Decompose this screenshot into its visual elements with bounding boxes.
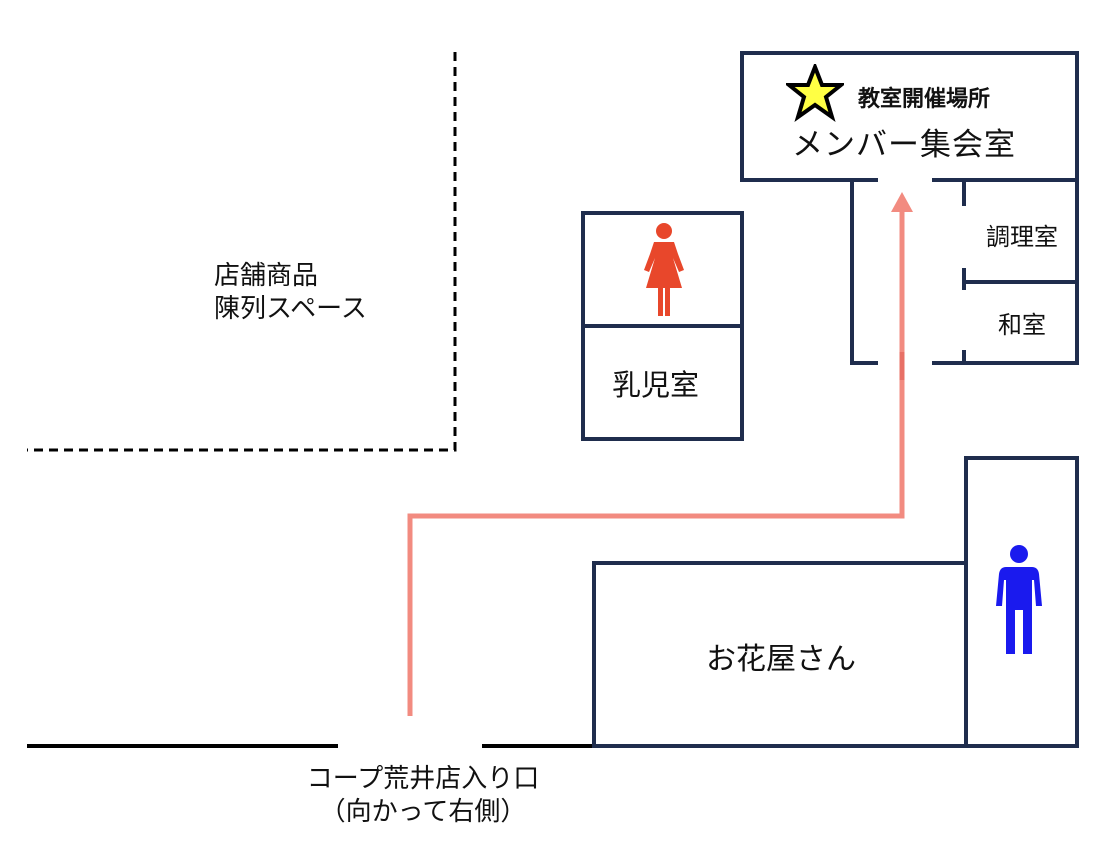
entrance-label-line1: コープ荒井店入り口 [306,764,540,794]
star-icon [786,64,844,122]
kitchen-label: 調理室 [986,223,1058,251]
shop-area-boundary [27,52,457,452]
corridor-wall [850,180,878,365]
entrance-label: コープ荒井店入り口 （向かって右側） [300,763,546,828]
washitsu-label: 和室 [998,311,1046,339]
member-meeting-room [740,51,1079,182]
florist-label: お花屋さん [706,642,856,677]
nursing-room-label: 乳児室 [612,368,700,402]
venue-title: 教室開催場所 [858,87,991,112]
shop-display-area-line2: 陳列スペース [214,293,367,324]
shop-display-area-label: 店舗商品 陳列スペース [214,260,367,325]
venue-room-name: メンバー集会室 [792,127,1016,163]
mens-restroom-block [964,456,1079,748]
entrance-label-line2: （向かって右側） [319,796,527,827]
shop-display-area-line1: 店舗商品 [214,261,319,291]
side-rooms-wall [932,180,1079,365]
man-icon [996,545,1042,654]
woman-icon [644,223,684,316]
route-arrowhead [891,192,913,212]
